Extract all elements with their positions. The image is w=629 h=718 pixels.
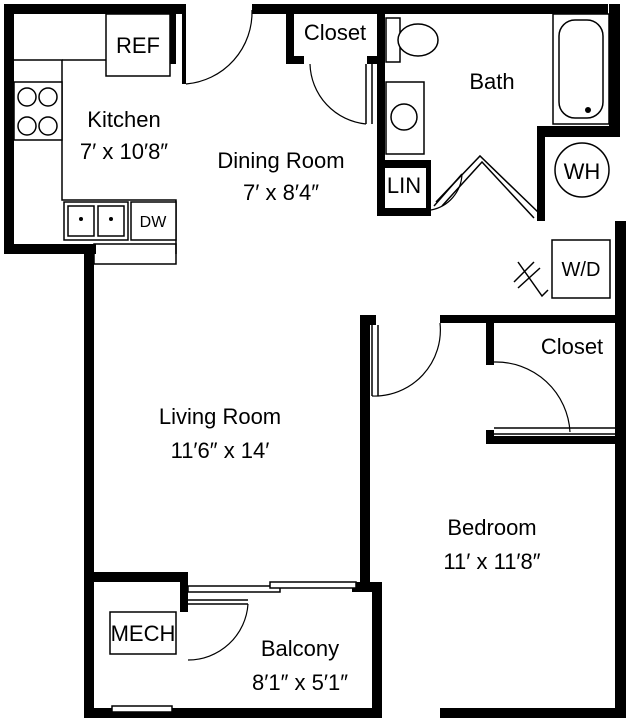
bath-fixtures: WH W/D [385, 13, 611, 299]
dining-size: 7′ x 8′4″ [243, 180, 319, 205]
bathtub-icon [552, 13, 610, 125]
toilet-icon [397, 23, 439, 57]
closet-top-name: Closet [304, 20, 366, 45]
bedroom-size: 11′ x 11′8″ [443, 549, 540, 574]
water-heater-icon [554, 142, 610, 198]
ref-label: REF [116, 33, 160, 58]
stove-icon [13, 81, 63, 141]
kitchen-fixtures: REF DW [13, 13, 177, 265]
kitchen-name: Kitchen [87, 107, 160, 132]
living-name: Living Room [159, 404, 281, 429]
bedroom-name: Bedroom [447, 515, 536, 540]
refrigerator [105, 13, 171, 77]
balcony-name: Balcony [261, 636, 339, 661]
dining-name: Dining Room [217, 148, 344, 173]
lin-label: LIN [387, 173, 421, 198]
kitchen-size: 7′ x 10′8″ [80, 139, 168, 164]
room-labels: Kitchen 7′ x 10′8″ Dining Room 7′ x 8′4″… [80, 20, 603, 695]
washer-dryer [551, 239, 611, 299]
living-size: 11′6″ x 14′ [171, 438, 270, 463]
mech-label: MECH [111, 621, 176, 646]
bath-sink-icon [390, 103, 418, 131]
dishwasher [130, 201, 177, 241]
walls [4, 4, 626, 718]
bath-name: Bath [469, 69, 514, 94]
dw-label: DW [140, 214, 168, 231]
balcony-size: 8′1″ x 5′1″ [252, 670, 348, 695]
kitchen-sink-icon [63, 201, 129, 241]
doors [111, 4, 616, 713]
wh-label: WH [564, 159, 601, 184]
wd-label: W/D [562, 259, 601, 281]
mech-box: MECH [109, 611, 177, 655]
closet-bedroom-name: Closet [541, 334, 603, 359]
